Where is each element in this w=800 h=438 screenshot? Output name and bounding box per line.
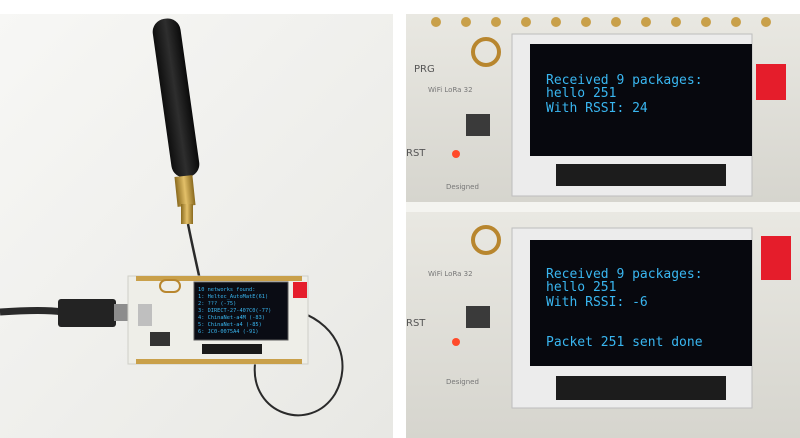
top-board-chip [466, 114, 490, 136]
usb-cable-wire [0, 307, 63, 316]
top-board-designer-label: Designed [446, 183, 479, 191]
antenna-pigtail-cable [186, 223, 202, 281]
bottom-oled-flex [556, 376, 726, 400]
top-board-red-jumper [756, 64, 786, 100]
bottom-board-rst-label: RST [406, 318, 426, 329]
top-board-rst-label: RST [406, 148, 426, 159]
usb-port [138, 304, 152, 326]
antenna-connector [174, 175, 196, 207]
lora-antenna-wire [253, 311, 344, 417]
lora-coil [159, 279, 181, 293]
top-oled-display [530, 44, 752, 156]
bottom-oled-line-3: With RSSI: -6 [546, 295, 648, 310]
top-oled-line-2: hello 251 [546, 86, 616, 101]
oled-flex-strip [202, 344, 262, 354]
top-board-coil [471, 37, 501, 67]
board: 10 networks found: 1: Heltec_AutoMatE(61… [127, 275, 309, 365]
bottom-oled-display [530, 240, 752, 366]
red-jumper [293, 282, 307, 298]
usb-plug-body [58, 299, 116, 327]
bottom-board-designer-label: Designed [446, 378, 479, 386]
left-photo-svg: 10 networks found: 1: Heltec_AutoMatE(61… [0, 14, 393, 438]
antenna-connector-nut [181, 204, 193, 224]
top-oled-flex [556, 164, 726, 186]
antenna [152, 18, 202, 281]
left-oled-line-1: 10 networks found: [198, 287, 255, 293]
chip [150, 332, 170, 346]
top-oled-line-1: Received 9 packages: [546, 73, 703, 88]
top-board: PRG WiFi LoRa 32 RST Designed Received 9… [406, 14, 800, 202]
left-oled-line-7: 6: JC0-0075A4 (-91) [198, 329, 259, 335]
bottom-board-model-label: WiFi LoRa 32 [428, 270, 473, 278]
top-board-model-label: WiFi LoRa 32 [428, 86, 473, 94]
antenna-body [152, 18, 200, 178]
bottom-board-led [452, 338, 460, 346]
board-gap [406, 202, 800, 212]
top-board-led [452, 150, 460, 158]
right-photo: PRG WiFi LoRa 32 RST Designed Received 9… [406, 14, 800, 438]
top-oled-line-3: With RSSI: 24 [546, 101, 648, 116]
left-oled-line-4: 3: DIRECT-27-407C0(-77) [198, 308, 271, 314]
left-photo: 10 networks found: 1: Heltec_AutoMatE(61… [0, 14, 393, 438]
panel-divider [393, 14, 406, 438]
bottom-oled-line-4: Packet 251 sent done [546, 335, 703, 350]
left-oled-line-2: 1: Heltec_AutoMatE(61) [198, 294, 268, 300]
left-background [0, 14, 393, 438]
bottom-oled-line-2: hello 251 [546, 280, 616, 295]
header-pins [136, 276, 302, 364]
left-oled-line-3: 2: ??? (-75) [198, 301, 236, 307]
left-oled-line-6: 5: ChinaNet-a4 (-85) [198, 322, 262, 328]
right-photo-svg: PRG WiFi LoRa 32 RST Designed Received 9… [406, 14, 800, 438]
left-oled-display [193, 281, 289, 341]
bottom-oled-line-1: Received 9 packages: [546, 267, 703, 282]
left-oled-line-5: 4: ChinaNet-a4M (-83) [198, 315, 265, 321]
bottom-board-chip [466, 306, 490, 328]
top-board-prg-label: PRG [414, 64, 435, 75]
bottom-board-red-jumper [761, 236, 791, 280]
bottom-board-coil [471, 225, 501, 255]
bottom-board: WiFi LoRa 32 RST Designed Received 9 pac… [406, 212, 800, 438]
top-board-header-pins [431, 17, 771, 27]
